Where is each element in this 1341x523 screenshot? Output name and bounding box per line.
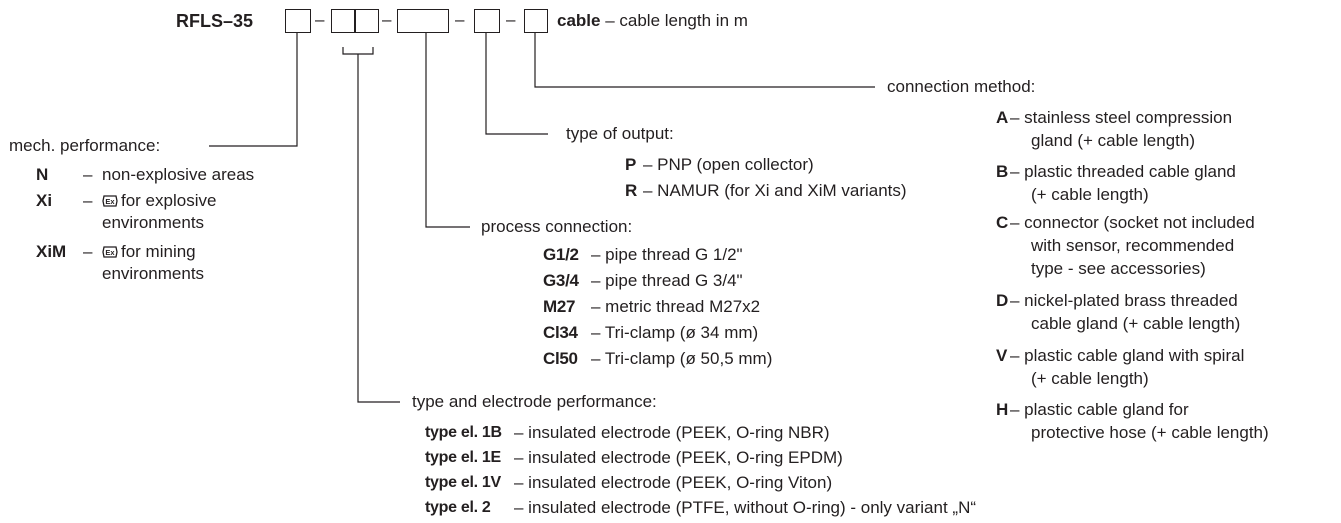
mech-text: environments (102, 264, 205, 283)
connection-code: A (996, 108, 1009, 127)
electrode-code: type el. 1B (425, 424, 502, 441)
connection-code-box (524, 9, 548, 33)
electrode-leader-line (357, 54, 400, 403)
connection-text: – plastic cable gland for (1010, 400, 1189, 419)
cable-keyword: cable (557, 11, 601, 30)
output-text: – NAMUR (for Xi and XiM variants) (643, 181, 907, 200)
connection-title: connection method: (887, 77, 1036, 96)
mech-code: XiM (36, 242, 67, 261)
electrode-code: type el. 1V (425, 474, 501, 491)
electrode-text: – insulated electrode (PEEK, O-ring EPDM… (514, 448, 843, 467)
model-suffix: –35 (223, 11, 254, 31)
process-code: G3/4 (543, 271, 579, 290)
electrode-text: – insulated electrode (PEEK, O-ring NBR) (514, 423, 830, 442)
svg-text:Ex: Ex (105, 197, 115, 206)
output-code-box (474, 9, 500, 33)
model-code: RFLS–35 (176, 10, 253, 32)
connection-text: with sensor, recommended (1031, 236, 1235, 255)
mech-text-line: Ex for mining (102, 242, 196, 262)
process-text: – metric thread M27x2 (591, 297, 761, 316)
connection-text: cable gland (+ cable length) (1031, 314, 1241, 333)
connection-text: type - see accessories) (1031, 259, 1206, 278)
separator-dash: – (506, 10, 516, 29)
process-text: – Tri-clamp (ø 50,5 mm) (591, 349, 773, 368)
output-code: P (625, 155, 637, 174)
process-title: process connection: (481, 217, 633, 236)
ex-mark-icon: Ex (102, 195, 118, 207)
connection-text: protective hose (+ cable length) (1031, 423, 1269, 442)
separator-dash: – (382, 10, 392, 29)
process-code: M27 (543, 297, 576, 316)
process-code: Cl50 (543, 349, 578, 368)
output-code: R (625, 181, 638, 200)
svg-text:Ex: Ex (105, 248, 115, 257)
connection-text: gland (+ cable length) (1031, 131, 1195, 150)
connection-text: – connector (socket not included (1010, 213, 1255, 232)
process-text: – pipe thread G 3/4" (591, 271, 743, 290)
mech-dash: – (83, 165, 93, 184)
mech-text: environments (102, 213, 205, 232)
process-code: G1/2 (543, 245, 579, 264)
mech-code: N (36, 165, 49, 184)
mech-text-line: Ex for explosive (102, 191, 216, 211)
process-leader-line (425, 32, 470, 228)
process-code-box (397, 9, 449, 33)
output-title: type of output: (566, 124, 674, 143)
electrode-text: – insulated electrode (PTFE, without O-r… (514, 498, 977, 517)
electrode-text: – insulated electrode (PEEK, O-ring Vito… (514, 473, 833, 492)
separator-dash: – (455, 10, 465, 29)
connection-text: (+ cable length) (1031, 369, 1149, 388)
electrode-bracket (342, 47, 374, 55)
connection-text: – plastic cable gland with spiral (1010, 346, 1245, 365)
mech-text: for mining (121, 242, 196, 261)
connection-code: H (996, 400, 1009, 419)
mech-text: non-explosive areas (102, 165, 255, 184)
connection-code: C (996, 213, 1009, 232)
mech-dash: – (83, 242, 93, 261)
connection-code: V (996, 346, 1008, 365)
ex-mark-icon: Ex (102, 246, 118, 258)
output-text: – PNP (open collector) (643, 155, 814, 174)
connection-text: – nickel-plated brass threaded (1010, 291, 1238, 310)
electrode-code-box-1 (331, 9, 355, 33)
connection-leader-line (534, 32, 875, 88)
electrode-code: type el. 2 (425, 499, 491, 516)
mech-title: mech. performance: (9, 136, 161, 155)
mech-leader-line (209, 32, 298, 147)
separator-dash: – (315, 10, 325, 29)
mech-code: Xi (36, 191, 53, 210)
process-text: – pipe thread G 1/2" (591, 245, 743, 264)
connection-code: B (996, 162, 1009, 181)
electrode-code: type el. 1E (425, 449, 501, 466)
connection-text: (+ cable length) (1031, 185, 1149, 204)
connection-text: – plastic threaded cable gland (1010, 162, 1236, 181)
mech-text: for explosive (121, 191, 217, 210)
mech-dash: – (83, 191, 93, 210)
electrode-title: type and electrode performance: (412, 392, 657, 411)
output-leader-line (485, 32, 548, 135)
electrode-code-box-2 (355, 9, 379, 33)
cable-note: cable – cable length in m (557, 11, 748, 31)
model-name: RFLS (176, 11, 223, 31)
cable-description: – cable length in m (600, 11, 748, 30)
process-code: Cl34 (543, 323, 578, 342)
mech-code-box (285, 9, 311, 33)
process-text: – Tri-clamp (ø 34 mm) (591, 323, 759, 342)
connection-text: – stainless steel compression (1010, 108, 1233, 127)
connection-code: D (996, 291, 1009, 310)
